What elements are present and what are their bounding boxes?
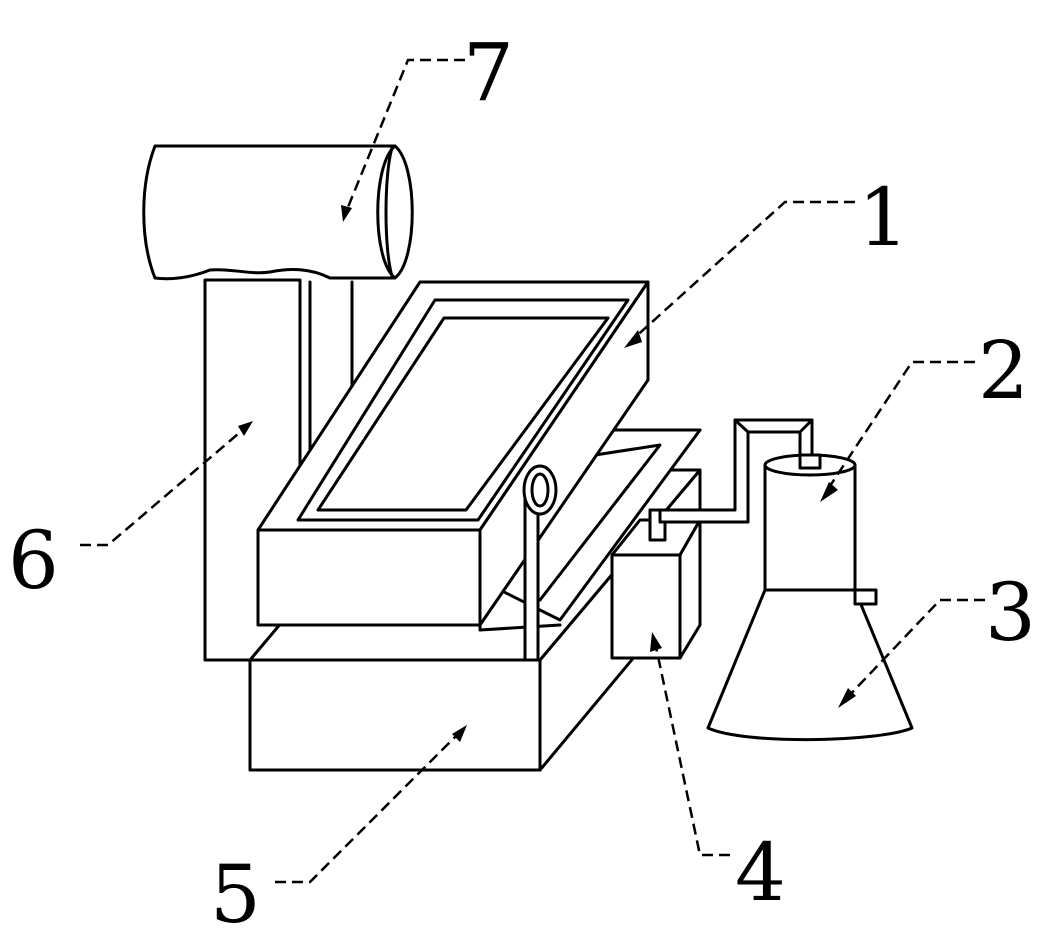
label-2: 2	[978, 324, 1029, 417]
label-6: 6	[8, 514, 59, 607]
part-3-cone	[706, 588, 914, 742]
pipe-riser	[522, 464, 558, 662]
label-1: 1	[858, 171, 909, 264]
label-3: 3	[985, 566, 1036, 659]
part-7-cylinder	[142, 144, 414, 281]
number-labels: 1 2 3 4 5 6 7	[8, 26, 1036, 937]
label-4: 4	[735, 826, 786, 919]
label-7: 7	[463, 26, 514, 119]
part-1-tray	[256, 280, 650, 627]
label-5: 5	[210, 848, 261, 932]
part-2-tube	[763, 453, 878, 606]
leader-lines	[80, 58, 985, 884]
